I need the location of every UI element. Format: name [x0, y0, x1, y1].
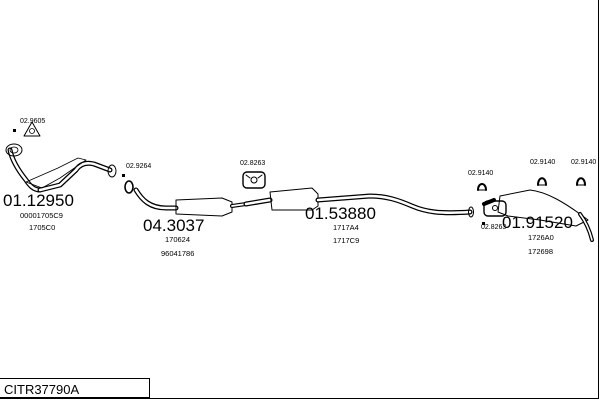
accessory-code-9140-a[interactable]: 02.9140 — [468, 170, 494, 177]
hanger-9140-c-part[interactable] — [576, 177, 586, 186]
oem-ref-1717C9: 1717C9 — [333, 236, 360, 245]
part-number-01-91520[interactable]: 01.91520 — [502, 213, 573, 232]
hanger-9140-a-part[interactable] — [477, 183, 487, 191]
oem-ref-172698: 172698 — [528, 247, 554, 256]
accessory-code-9605[interactable]: 02.9605 — [20, 118, 46, 125]
gasket-9605-part[interactable] — [13, 121, 41, 137]
middle-silencer-part[interactable] — [243, 187, 474, 218]
accessory-code-8263-rear[interactable]: 02.8263 — [481, 224, 507, 231]
oem-ref-00001705C9: 00001705C9 — [20, 211, 63, 220]
mount-8263-rear-part[interactable] — [482, 200, 507, 225]
clamp-9264-part[interactable] — [122, 174, 134, 194]
oem-ref-1726A0: 1726A0 — [528, 233, 554, 242]
accessory-code-8263[interactable]: 02.8263 — [240, 160, 266, 167]
oem-ref-96041786: 96041786 — [161, 249, 195, 258]
diagram-title: CITR37790A — [4, 382, 80, 397]
oem-ref-170624: 170624 — [165, 235, 191, 244]
front-pipe-part[interactable] — [5, 143, 117, 193]
oem-ref-1717A4: 1717A4 — [333, 223, 359, 232]
accessory-code-9140-b[interactable]: 02.9140 — [530, 159, 556, 166]
part-number-04-3037[interactable]: 04.3037 — [143, 216, 205, 235]
mount-8263-part[interactable] — [242, 171, 266, 189]
accessory-code-9140-c[interactable]: 02.9140 — [571, 159, 597, 166]
catalyst-part[interactable] — [133, 187, 248, 217]
hanger-9140-b-part[interactable] — [537, 177, 547, 186]
oem-ref-1705C0: 1705C0 — [29, 223, 56, 232]
title-box: CITR37790A — [0, 378, 150, 398]
accessory-code-9264[interactable]: 02.9264 — [126, 163, 152, 170]
part-number-01-12950[interactable]: 01.12950 — [3, 191, 74, 210]
part-number-01-53880[interactable]: 01.53880 — [305, 204, 376, 223]
